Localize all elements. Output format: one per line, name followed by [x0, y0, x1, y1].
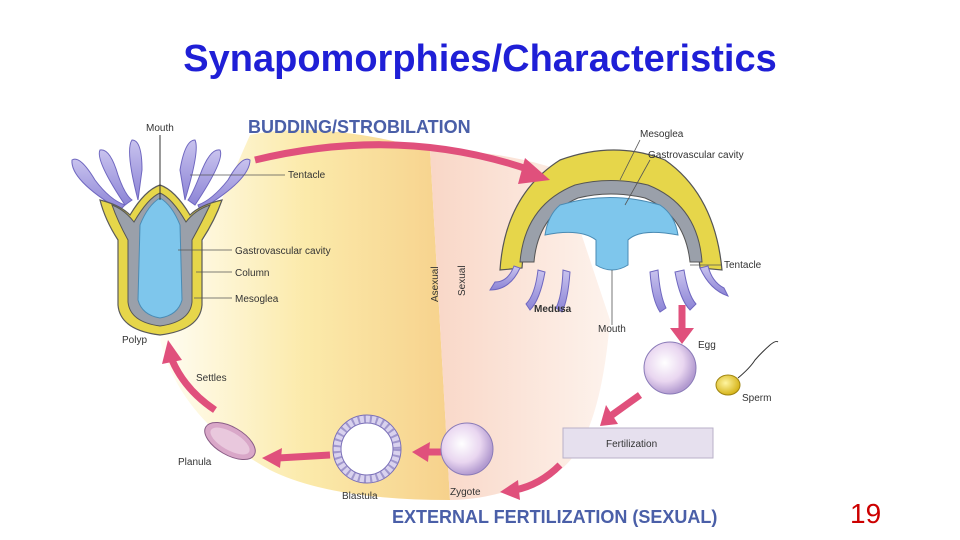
- page-number: 19: [850, 498, 881, 530]
- arrow-medusa-to-egg-head: [670, 328, 694, 344]
- cycle-top-label: BUDDING/STROBILATION: [248, 117, 471, 137]
- medusa-cavity-label: Gastrovascular cavity: [648, 150, 744, 161]
- medusa-tentacle-label: Tentacle: [724, 260, 762, 271]
- planula-label: Planula: [178, 457, 212, 468]
- zygote-cell: [441, 423, 493, 475]
- sperm-label: Sperm: [742, 393, 771, 404]
- medusa-mouth-label: Mouth: [598, 324, 626, 335]
- blastula-label: Blastula: [342, 491, 378, 502]
- asexual-label: Asexual: [430, 266, 441, 302]
- fertilization-label: Fertilization: [606, 439, 657, 450]
- sperm-tail: [738, 341, 778, 378]
- polyp-tentacle-label: Tentacle: [288, 170, 326, 181]
- polyp-mesoglea-label: Mesoglea: [235, 294, 279, 305]
- medusa-mesoglea-label: Mesoglea: [640, 129, 684, 140]
- arrow-blastula-to-planula: [278, 455, 330, 458]
- sperm-cell: [716, 375, 740, 395]
- sexual-label: Sexual: [457, 265, 468, 296]
- settles-label: Settles: [196, 373, 227, 384]
- polyp-cavity-label: Gastrovascular cavity: [235, 246, 331, 257]
- medusa-label: Medusa: [534, 304, 572, 315]
- polyp-label: Polyp: [122, 335, 147, 346]
- zygote-label: Zygote: [450, 487, 481, 498]
- polyp-column-label: Column: [235, 268, 269, 279]
- blastula-illustration: [333, 415, 401, 483]
- egg-label: Egg: [698, 340, 716, 351]
- arrow-egg-to-fertilization: [612, 395, 640, 415]
- polyp-mouth-label: Mouth: [146, 123, 174, 134]
- egg-cell: [644, 342, 696, 394]
- cycle-bottom-label: EXTERNAL FERTILIZATION (SEXUAL): [392, 507, 717, 527]
